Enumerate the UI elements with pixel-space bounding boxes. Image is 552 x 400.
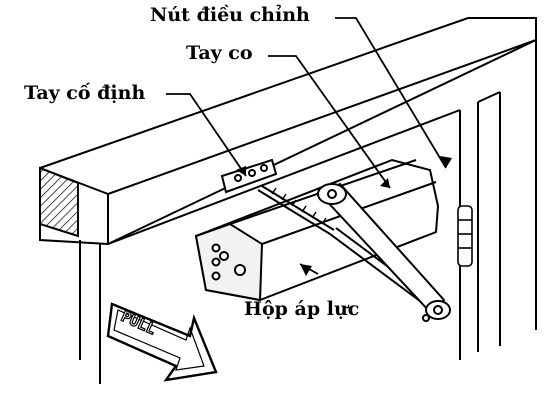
adjust-arrow — [440, 156, 452, 168]
hinge — [457, 205, 473, 267]
bracket-arrow — [236, 166, 246, 176]
door-frame — [39, 17, 537, 384]
frame-cut-hatch — [39, 166, 79, 238]
callout-lines — [166, 17, 447, 275]
pull-sign-arrow: PULL — [106, 302, 218, 382]
arm-arrow — [380, 178, 390, 188]
fixed-bracket — [220, 158, 278, 194]
fixed-arm-label: Tay cố định — [24, 82, 146, 104]
rod-threads — [271, 187, 327, 225]
swing-arm-label: Tay co — [186, 42, 253, 64]
adjust-knob-label: Nút điều chỉnh — [150, 4, 310, 26]
pressure-box-label: Hộp áp lực — [244, 298, 360, 320]
box-arrow — [300, 264, 312, 276]
swing-arm — [317, 182, 451, 322]
pressure-box — [194, 158, 440, 302]
